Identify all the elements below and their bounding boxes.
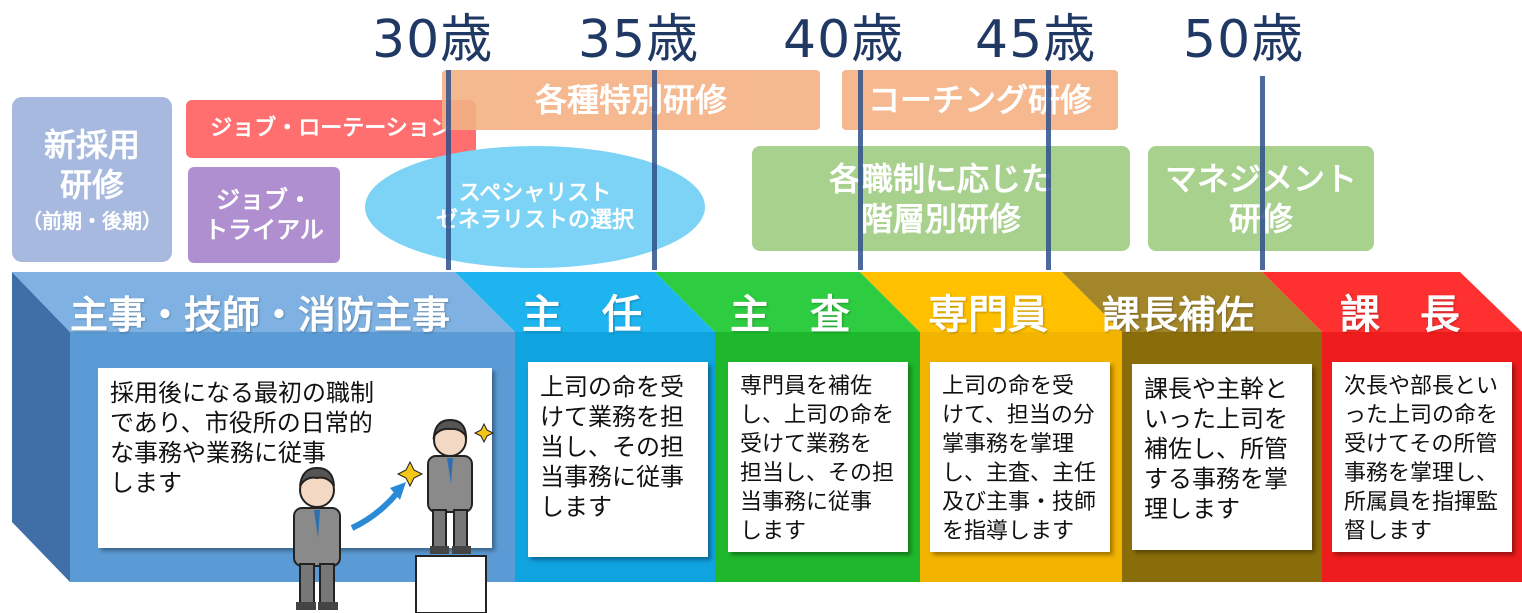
hierarchical-line2: 階層別研修 bbox=[860, 199, 1021, 238]
age-line-35 bbox=[652, 70, 657, 270]
stage-title-3: 主 査 bbox=[730, 292, 850, 338]
upward-arrow bbox=[350, 490, 401, 531]
new-hire-training-line2: 研修 bbox=[59, 166, 124, 204]
specialist-line2: ゼネラリストの選択 bbox=[435, 208, 634, 233]
sparkle-icon bbox=[396, 460, 424, 488]
age-line-40 bbox=[858, 70, 863, 270]
person-icon-right bbox=[427, 418, 473, 554]
coaching-training-box: コーチング研修 bbox=[842, 70, 1118, 130]
stage-title-4: 専門員 bbox=[928, 292, 1048, 338]
age-label-50: 50歳 bbox=[1183, 10, 1305, 70]
stage-bar-5 bbox=[1062, 272, 1322, 332]
stage-title-1: 主事・技師・消防主事 bbox=[70, 293, 451, 337]
job-trial-line2: トライアル bbox=[204, 216, 324, 244]
specialist-generalist-ellipse: スペシャリスト ゼネラリストの選択 bbox=[365, 146, 705, 268]
new-hire-training-line1: 新採用 bbox=[43, 126, 140, 164]
age-label-30: 30歳 bbox=[372, 10, 494, 70]
stage-bar-2 bbox=[455, 272, 715, 332]
stage-bar-1 bbox=[12, 272, 515, 332]
job-trial-box: ジョブ・ トライアル bbox=[188, 167, 340, 263]
job-rotation-box: ジョブ・ローテーション bbox=[186, 100, 476, 158]
specialist-line1: スペシャリスト bbox=[458, 180, 612, 206]
stage-description-1: 採用後になる最初の職制 であり、市役所の日常的 な事務や業務に従事 します bbox=[98, 368, 492, 548]
hierarchical-line1: 各職制に応じた bbox=[828, 159, 1053, 198]
stage-title-2: 主 任 bbox=[522, 292, 642, 338]
job-trial-line1: ジョブ・ bbox=[216, 186, 312, 214]
person-icon-left bbox=[293, 466, 341, 610]
stage-description-5: 課長や主幹と いった上司を 補佐し、所管 する事務を掌 理します bbox=[1132, 364, 1312, 550]
stage-description-2: 上司の命を受 けて業務を担 当し、その担 当事務に従事 します bbox=[528, 362, 708, 557]
stage-bar-6 bbox=[1262, 272, 1522, 332]
new-hire-training-box: 新採用 研修 （前期・後期） bbox=[12, 97, 172, 262]
hierarchical-training-box: 各職制に応じた 階層別研修 bbox=[752, 146, 1130, 251]
stage-title-6: 課 長 bbox=[1340, 292, 1460, 338]
age-label-35: 35歳 bbox=[578, 10, 700, 70]
stage-description-6: 次長や部長とい った上司の命を 受けてその所管 事務を掌理し、 所属員を指揮監 … bbox=[1332, 362, 1512, 552]
stage-bar-3 bbox=[655, 272, 920, 332]
age-line-30 bbox=[446, 70, 451, 270]
stage-title-5: 課長補佐 bbox=[1102, 293, 1255, 337]
promotion-illustration bbox=[293, 418, 495, 613]
stage-description-4: 上司の命を受 けて、担当の分 掌事務を掌理 し、主査、主任 及び主事・技師 を指… bbox=[930, 362, 1110, 552]
age-label-45: 45歳 bbox=[975, 10, 1097, 70]
age-label-40: 40歳 bbox=[783, 10, 905, 70]
stage-description-3: 専門員を補佐 し、上司の命を 受けて業務を 担当し、その担 当事務に従事 します bbox=[728, 362, 908, 552]
age-line-45 bbox=[1046, 70, 1051, 270]
band-side-face bbox=[12, 272, 70, 582]
special-training-box: 各種特別研修 bbox=[442, 70, 820, 130]
sparkle-icon bbox=[473, 422, 495, 444]
new-hire-training-line3: （前期・後期） bbox=[22, 209, 162, 233]
podium bbox=[415, 555, 487, 613]
age-line-50 bbox=[1260, 76, 1265, 270]
stage-bar-4 bbox=[860, 272, 1122, 332]
